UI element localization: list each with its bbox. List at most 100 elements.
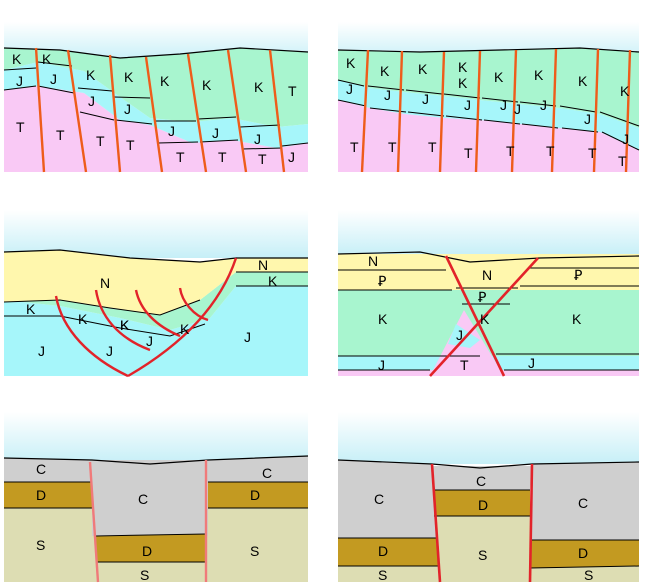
label-p2: J bbox=[584, 111, 591, 127]
label-p2: T bbox=[506, 143, 515, 159]
label-p2: T bbox=[428, 139, 437, 155]
layer-C-left bbox=[338, 460, 436, 538]
label-p4: Ꝑ bbox=[478, 289, 486, 305]
layer-T bbox=[338, 100, 639, 172]
label-p5: D bbox=[36, 487, 46, 503]
label-p6: S bbox=[478, 547, 487, 563]
label-p1: T bbox=[126, 137, 135, 153]
label-p3: K bbox=[120, 317, 130, 333]
label-p1: T bbox=[176, 149, 185, 165]
panel-step-faults bbox=[3, 22, 309, 173]
label-p2: K bbox=[418, 61, 428, 77]
label-p5: S bbox=[140, 567, 149, 583]
label-p5: D bbox=[142, 543, 152, 559]
label-p5: C bbox=[36, 461, 46, 477]
label-p2: J bbox=[464, 97, 471, 113]
label-p6: C bbox=[476, 473, 486, 489]
layer-J bbox=[338, 80, 639, 150]
label-p1: T bbox=[258, 151, 267, 167]
label-p4: N bbox=[482, 267, 492, 283]
label-p2: T bbox=[546, 143, 555, 159]
label-p5: D bbox=[250, 487, 260, 503]
label-p6: C bbox=[374, 491, 384, 507]
label-p1: J bbox=[16, 73, 23, 89]
label-p1: K bbox=[42, 51, 52, 67]
label-p6: D bbox=[378, 543, 388, 559]
label-p3: K bbox=[120, 317, 130, 333]
label-p2: J bbox=[384, 87, 391, 103]
label-p1: J bbox=[50, 71, 57, 87]
layer-D-right bbox=[530, 540, 639, 568]
panel-graben-block bbox=[337, 412, 640, 583]
panel-horst-block bbox=[3, 412, 309, 583]
label-p3: J bbox=[244, 329, 251, 345]
sky-band bbox=[338, 210, 639, 256]
layer-C-left bbox=[4, 458, 92, 482]
label-p1: J bbox=[212, 125, 219, 141]
label-p4: N bbox=[368, 253, 378, 269]
label-p1: J bbox=[88, 93, 95, 109]
layer-K bbox=[4, 272, 308, 330]
label-p2: J bbox=[422, 91, 429, 107]
label-p4: K bbox=[378, 311, 388, 327]
layer-K bbox=[338, 48, 639, 128]
layer-D-center bbox=[434, 490, 530, 516]
label-p2: K bbox=[620, 83, 630, 99]
label-p4: K bbox=[480, 311, 490, 327]
label-p1: K bbox=[12, 51, 22, 67]
label-p2: J bbox=[622, 131, 629, 147]
layer-C-center bbox=[92, 460, 208, 536]
sky-band bbox=[4, 412, 308, 464]
label-p2: K bbox=[458, 59, 468, 75]
label-p4: K bbox=[572, 311, 582, 327]
label-p4: Ꝑ bbox=[378, 273, 386, 289]
label-p4: J bbox=[378, 357, 385, 373]
layer-C-center bbox=[432, 466, 532, 490]
label-p1: J bbox=[288, 149, 295, 165]
label-p2: K bbox=[458, 75, 468, 91]
label-p1: J bbox=[168, 123, 175, 139]
label-p6: S bbox=[584, 567, 593, 583]
layer-D-left bbox=[4, 482, 92, 508]
label-p2: T bbox=[618, 153, 627, 169]
label-p2: K bbox=[578, 73, 588, 89]
layer-D-center bbox=[96, 534, 206, 562]
label-p1: T bbox=[16, 119, 25, 135]
label-p3: K bbox=[26, 301, 36, 317]
sky-band bbox=[338, 412, 639, 464]
label-p2: K bbox=[346, 55, 356, 71]
label-p1: K bbox=[124, 69, 134, 85]
label-p4: Ꝑ bbox=[574, 267, 582, 283]
label-p3: N bbox=[258, 257, 268, 273]
label-p1: K bbox=[254, 79, 264, 95]
layer-J-wedge bbox=[448, 324, 480, 348]
label-p1: T bbox=[288, 83, 297, 99]
label-p1: T bbox=[96, 133, 105, 149]
layer-N bbox=[4, 250, 236, 315]
label-p2: T bbox=[388, 139, 397, 155]
label-p2: T bbox=[588, 145, 597, 161]
label-p6: D bbox=[578, 545, 588, 561]
label-p5: C bbox=[138, 491, 148, 507]
panel-listric-faults bbox=[3, 210, 308, 378]
panel-tilted-faults bbox=[337, 22, 640, 173]
label-p2: J bbox=[540, 97, 547, 113]
label-p4: J bbox=[528, 355, 535, 371]
layer-J bbox=[4, 286, 308, 376]
label-p1: K bbox=[160, 73, 170, 89]
layer-J bbox=[4, 62, 308, 148]
label-p1: J bbox=[254, 131, 261, 147]
label-p6: S bbox=[378, 567, 387, 583]
label-p2: K bbox=[380, 63, 390, 79]
label-p2: T bbox=[464, 145, 473, 161]
layer-P-band bbox=[338, 254, 639, 290]
layer-D-right bbox=[208, 482, 308, 508]
label-p3: K bbox=[78, 311, 88, 327]
label-p3: K bbox=[180, 321, 190, 337]
layer-C-right bbox=[208, 456, 308, 482]
layer-K bbox=[4, 48, 308, 127]
label-p3: J bbox=[106, 343, 113, 359]
label-p1: T bbox=[218, 149, 227, 165]
label-p3: J bbox=[38, 343, 45, 359]
label-p2: K bbox=[494, 69, 504, 85]
